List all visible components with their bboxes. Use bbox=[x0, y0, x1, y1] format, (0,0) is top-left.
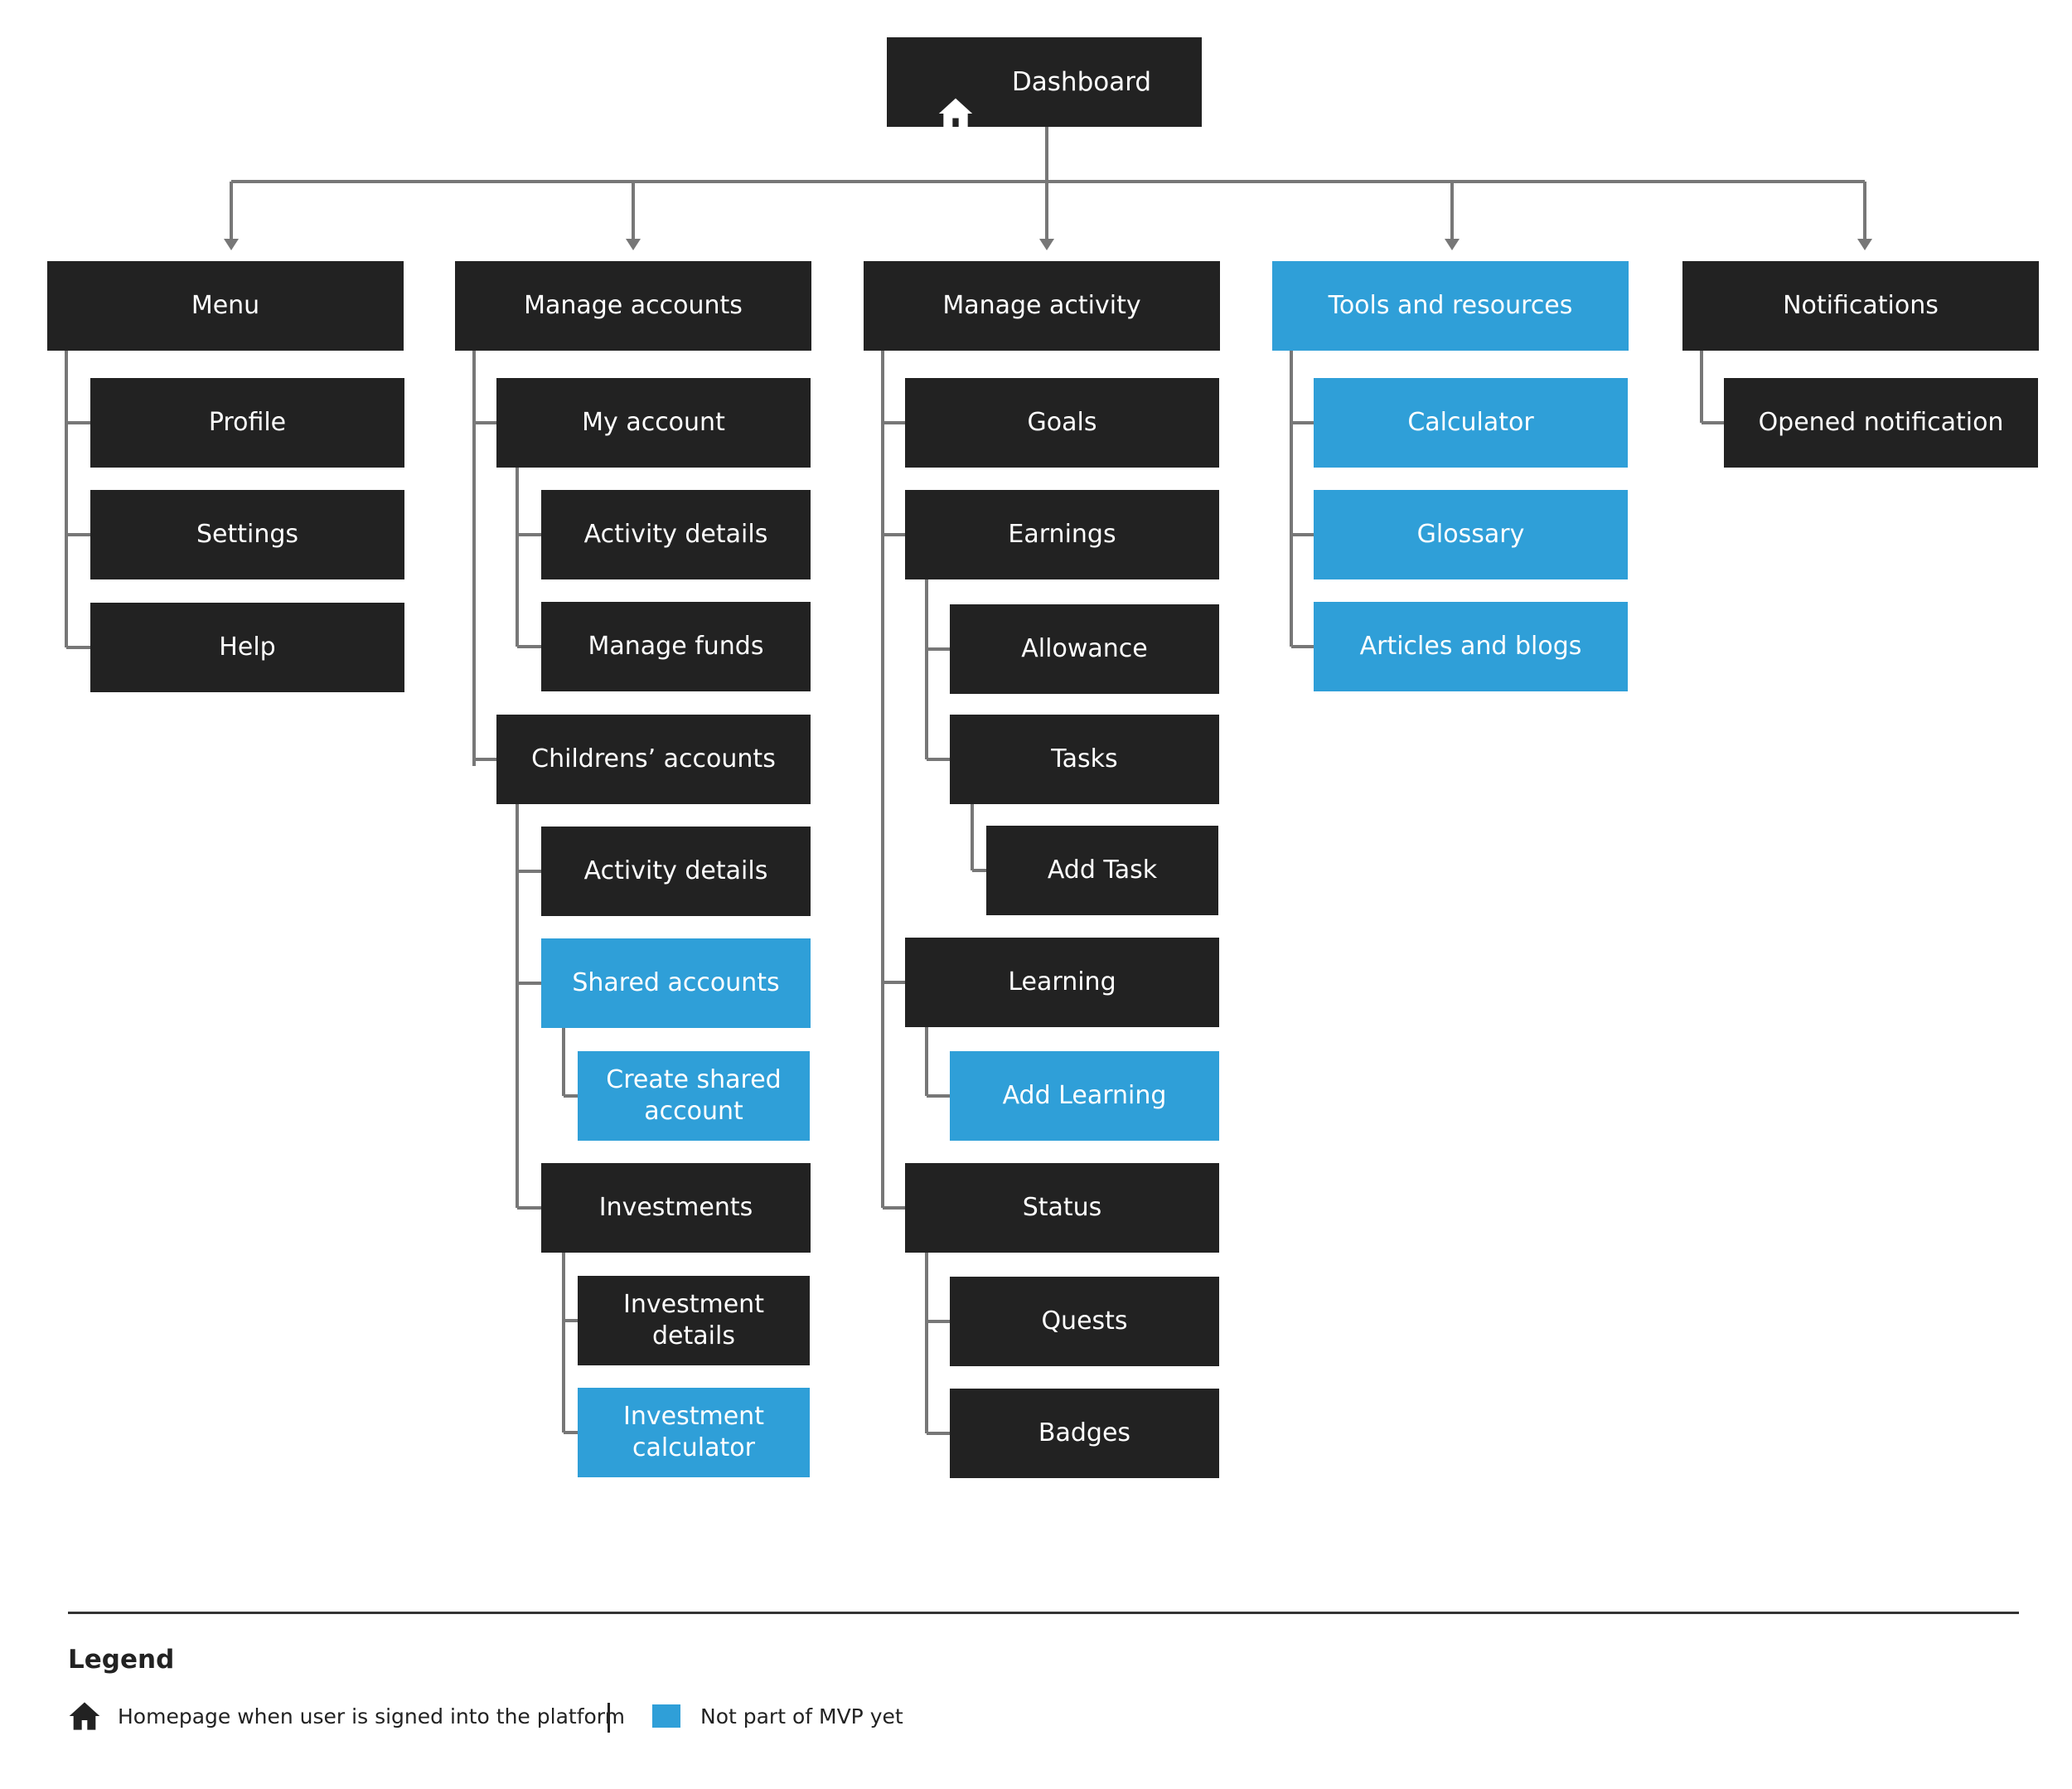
legend-separator bbox=[608, 1703, 610, 1733]
profile-node[interactable]: Profile bbox=[90, 378, 404, 468]
help-node[interactable]: Help bbox=[90, 603, 404, 692]
dashboard-node[interactable]: Dashboard bbox=[887, 37, 1202, 129]
learning-node[interactable]: Learning bbox=[905, 938, 1219, 1027]
create-shared-account-node[interactable]: Create shared account bbox=[578, 1051, 810, 1141]
connector-arrowhead bbox=[1445, 239, 1460, 250]
childrens-activity-details-node[interactable]: Activity details bbox=[541, 827, 811, 916]
settings-node[interactable]: Settings bbox=[90, 490, 404, 579]
home-icon bbox=[68, 1699, 101, 1733]
legend-item-homepage: Homepage when user is signed into the pl… bbox=[68, 1699, 625, 1733]
home-icon bbox=[937, 64, 974, 129]
manage-activity-node[interactable]: Manage activity bbox=[864, 261, 1220, 351]
menu-node[interactable]: Menu bbox=[47, 261, 404, 351]
manage-accounts-node[interactable]: Manage accounts bbox=[455, 261, 811, 351]
calculator-node[interactable]: Calculator bbox=[1314, 378, 1628, 468]
goals-node[interactable]: Goals bbox=[905, 378, 1219, 468]
legend-title: Legend bbox=[68, 1645, 175, 1675]
investments-node[interactable]: Investments bbox=[541, 1163, 811, 1253]
connector-arrowhead bbox=[1039, 239, 1054, 250]
investment-details-node[interactable]: Investment details bbox=[578, 1276, 810, 1365]
connector-arrowhead bbox=[626, 239, 641, 250]
dashboard-label: Dashboard bbox=[1011, 67, 1152, 97]
not-mvp-swatch bbox=[652, 1704, 680, 1728]
glossary-node[interactable]: Glossary bbox=[1314, 490, 1628, 579]
manage-funds-node[interactable]: Manage funds bbox=[541, 602, 811, 691]
earnings-node[interactable]: Earnings bbox=[905, 490, 1219, 579]
childrens-accounts-node[interactable]: Childrens’ accounts bbox=[496, 715, 811, 804]
add-task-node[interactable]: Add Task bbox=[986, 826, 1218, 915]
tools-and-resources-node[interactable]: Tools and resources bbox=[1272, 261, 1629, 351]
tasks-node[interactable]: Tasks bbox=[950, 715, 1219, 804]
legend-divider bbox=[68, 1612, 2019, 1614]
my-account-activity-details-node[interactable]: Activity details bbox=[541, 490, 811, 579]
legend-item-not-mvp: Not part of MVP yet bbox=[652, 1699, 903, 1733]
my-account-node[interactable]: My account bbox=[496, 378, 811, 468]
allowance-node[interactable]: Allowance bbox=[950, 604, 1219, 694]
investment-calculator-node[interactable]: Investment calculator bbox=[578, 1388, 810, 1477]
legend-not-mvp-text: Not part of MVP yet bbox=[700, 1704, 903, 1728]
shared-accounts-node[interactable]: Shared accounts bbox=[541, 938, 811, 1028]
opened-notification-node[interactable]: Opened notification bbox=[1724, 378, 2038, 468]
articles-and-blogs-node[interactable]: Articles and blogs bbox=[1314, 602, 1628, 691]
add-learning-node[interactable]: Add Learning bbox=[950, 1051, 1219, 1141]
notifications-node[interactable]: Notifications bbox=[1682, 261, 2039, 351]
legend-homepage-text: Homepage when user is signed into the pl… bbox=[118, 1704, 625, 1728]
badges-node[interactable]: Badges bbox=[950, 1389, 1219, 1478]
connector-arrowhead bbox=[224, 239, 239, 250]
status-node[interactable]: Status bbox=[905, 1163, 1219, 1253]
quests-node[interactable]: Quests bbox=[950, 1277, 1219, 1366]
connector-arrowhead bbox=[1857, 239, 1872, 250]
